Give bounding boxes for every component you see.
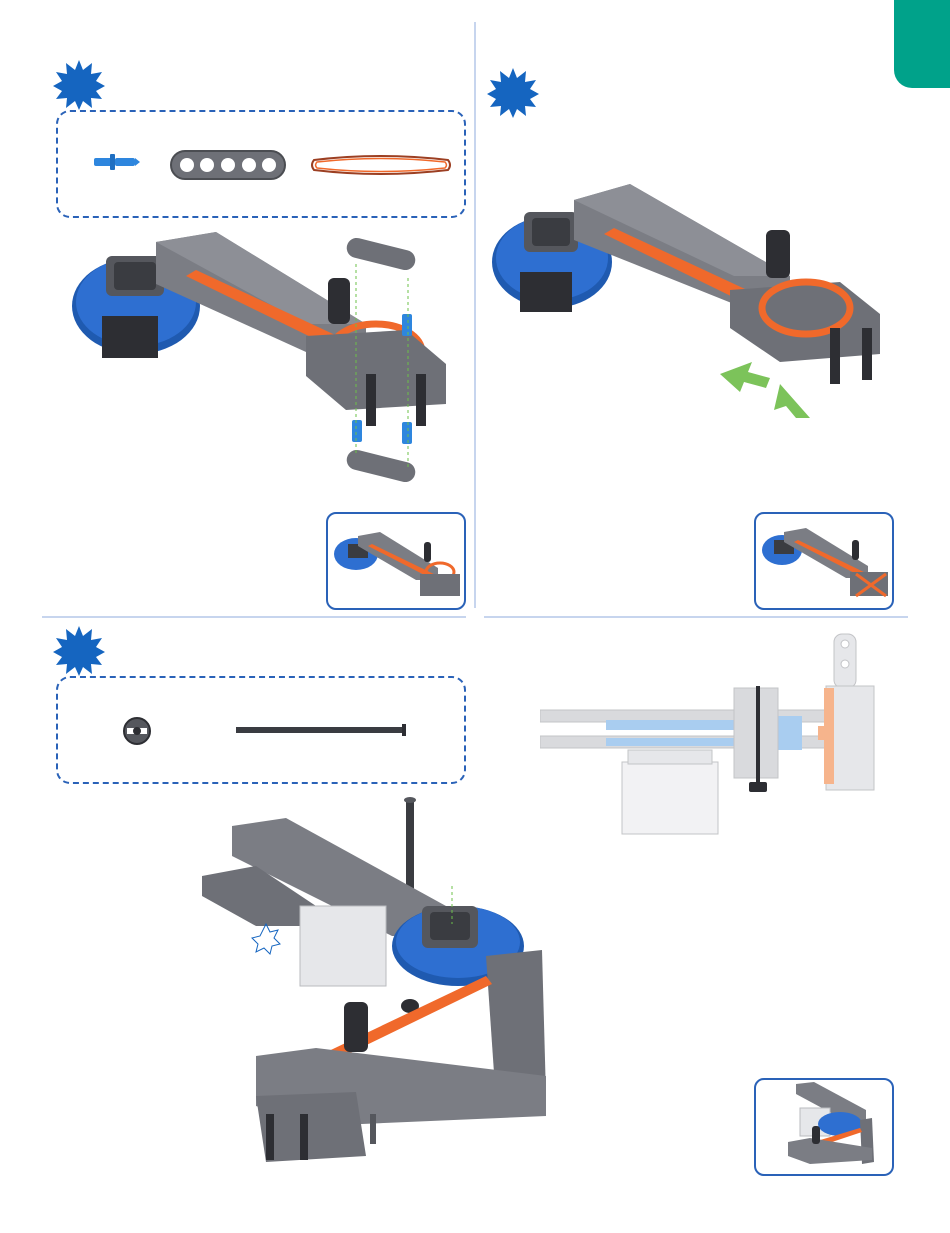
assembly-illustration-step-3 xyxy=(196,796,556,1176)
beam-1x5-icon xyxy=(170,150,286,180)
assembly-illustration-step-1 xyxy=(66,224,466,514)
vertical-divider-top xyxy=(474,22,476,608)
assembly-illustration-step-2 xyxy=(490,178,890,428)
assembly-illustration-step-4 xyxy=(540,632,880,842)
connector-pin-icon xyxy=(94,152,140,172)
thumbnail-step-2[interactable] xyxy=(754,512,894,610)
step-burst-icon xyxy=(486,66,540,120)
section-tab xyxy=(894,0,950,88)
step-burst-icon xyxy=(52,624,106,678)
axle-long-icon xyxy=(236,724,408,736)
step-burst-icon xyxy=(52,58,106,112)
parts-box-step-1 xyxy=(56,110,466,218)
lock-nut-icon xyxy=(122,716,152,746)
horizontal-divider-right xyxy=(484,616,908,618)
horizontal-divider-left xyxy=(42,616,466,618)
thumbnail-step-1[interactable] xyxy=(326,512,466,610)
thumbnail-step-3[interactable] xyxy=(754,1078,894,1176)
rubber-band-icon xyxy=(310,152,452,178)
parts-box-step-3 xyxy=(56,676,466,784)
